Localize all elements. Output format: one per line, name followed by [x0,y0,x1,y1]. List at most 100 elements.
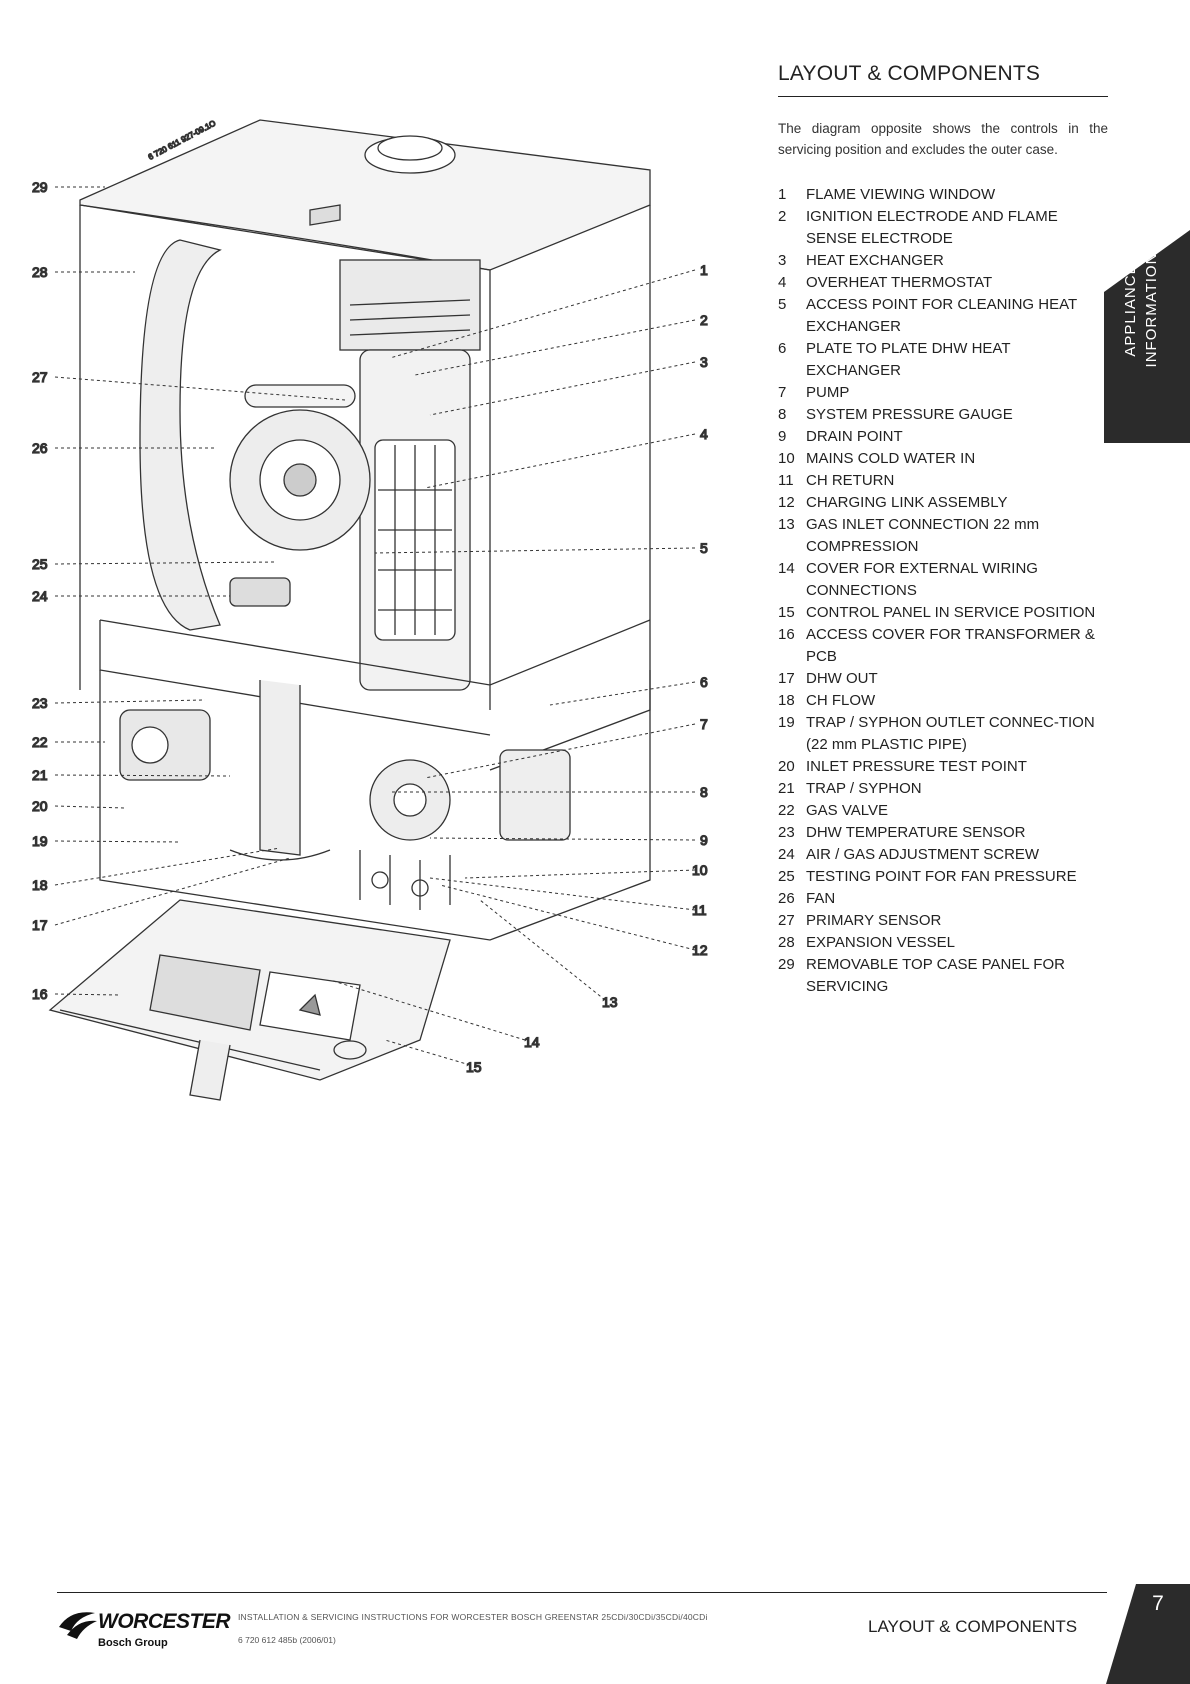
callout-label: 26 [32,440,48,456]
legend-text: ACCESS POINT FOR CLEANING HEAT EXCHANGER [806,296,1077,335]
worcester-logo-icon [59,1612,97,1639]
side-tab-label: APPLIANCE INFORMATION [1120,200,1174,420]
page-number-tab [1106,1584,1190,1684]
legend-item: 20 INLET PRESSURE TEST POINT [778,756,1108,778]
legend-number: 16 [778,626,795,643]
callout-label: 8 [700,784,708,800]
footer-document-code: 6 720 612 485b (2006/01) [238,1635,336,1645]
legend-text: HEAT EXCHANGER [806,252,944,269]
callout-label: 12 [692,942,708,958]
legend-text: DHW TEMPERATURE SENSOR [806,824,1026,841]
callout-label: 9 [700,832,708,848]
legend-number: 6 [778,340,787,357]
legend-item: 18 CH FLOW [778,690,1108,712]
legend-text: EXPANSION VESSEL [806,934,955,951]
legend-text: OVERHEAT THERMOSTAT [806,274,993,291]
legend-text: SYSTEM PRESSURE GAUGE [806,406,1013,423]
legend-text: TRAP / SYPHON OUTLET CONNEC-TION (22 mm … [806,714,1095,753]
legend-number: 27 [778,912,795,929]
callout-label: 18 [32,877,48,893]
callout-label: 6 [700,674,708,690]
legend-text: PRIMARY SENSOR [806,912,942,929]
legend-number: 23 [778,824,795,841]
page-number: 7 [1152,1592,1164,1615]
legend-text: GAS VALVE [806,802,888,819]
callout-label: 25 [32,556,48,572]
legend-text: INLET PRESSURE TEST POINT [806,758,1027,775]
legend-text: PLATE TO PLATE DHW HEAT EXCHANGER [806,340,1011,379]
callout-label: 14 [524,1034,540,1050]
callout-label: 13 [602,994,618,1010]
footer-rule [57,1592,1107,1593]
legend-number: 14 [778,560,795,577]
legend-item: 5 ACCESS POINT FOR CLEANING HEAT EXCHANGE… [778,294,1108,338]
legend-number: 8 [778,406,787,423]
legend-number: 24 [778,846,795,863]
legend-number: 7 [778,384,787,401]
legend-number: 26 [778,890,795,907]
callout-label: 28 [32,264,48,280]
callout-label: 11 [692,902,707,918]
callout-label: 3 [700,354,708,370]
legend-number: 9 [778,428,787,445]
callout-label: 4 [700,426,708,442]
legend-text: MAINS COLD WATER IN [806,450,976,467]
legend-item: 28 EXPANSION VESSEL [778,932,1108,954]
fan [229,384,371,607]
legend-text: PUMP [806,384,850,401]
callout-label: 19 [32,833,48,849]
brand-subtitle: Bosch Group [98,1637,168,1649]
right-leaders [329,269,696,1066]
callout-label: 27 [32,369,48,385]
callout-label: 24 [32,588,48,604]
legend-number: 25 [778,868,795,885]
legend-text: TRAP / SYPHON [806,780,922,797]
legend-number: 20 [778,758,795,775]
legend-item: 27 PRIMARY SENSOR [778,910,1108,932]
legend-text: CHARGING LINK ASSEMBLY [806,494,1008,511]
callout-label: 15 [466,1059,482,1075]
legend-item: 23 DHW TEMPERATURE SENSOR [778,822,1108,844]
legend-number: 11 [778,472,794,489]
footer-document-title: INSTALLATION & SERVICING INSTRUCTIONS FO… [238,1612,708,1622]
legend-number: 29 [778,956,795,973]
callout-label: 22 [32,734,48,750]
legend-item: 13 GAS INLET CONNECTION 22 mm COMPRESSION [778,514,1108,558]
legend-text: DRAIN POINT [806,428,903,445]
legend-number: 1 [778,186,787,203]
control-panel [48,899,451,1101]
legend-number: 17 [778,670,795,687]
lower-hydraulics [99,670,651,941]
legend-number: 18 [778,692,795,709]
legend-number: 21 [778,780,795,797]
left-callouts: 29 28 27 26 25 24 23 22 21 20 19 18 17 1… [31,178,48,1002]
expansion-vessel [139,239,222,631]
callout-label: 16 [32,986,48,1002]
callout-label: 17 [32,917,48,933]
legend-item: 8 SYSTEM PRESSURE GAUGE [778,404,1108,426]
legend-item: 19 TRAP / SYPHON OUTLET CONNEC-TION (22 m… [778,712,1108,756]
legend-number: 13 [778,516,795,533]
legend-text: CH FLOW [806,692,876,709]
legend-number: 2 [778,208,787,225]
legend-number: 28 [778,934,795,951]
heat-exchanger [339,259,481,691]
legend-text: GAS INLET CONNECTION 22 mm COMPRESSION [806,516,1040,555]
callout-label: 23 [32,695,48,711]
legend-number: 19 [778,714,795,731]
brand-name: WORCESTER [98,1610,231,1633]
legend-number: 5 [778,296,787,313]
left-leaders [54,186,346,996]
